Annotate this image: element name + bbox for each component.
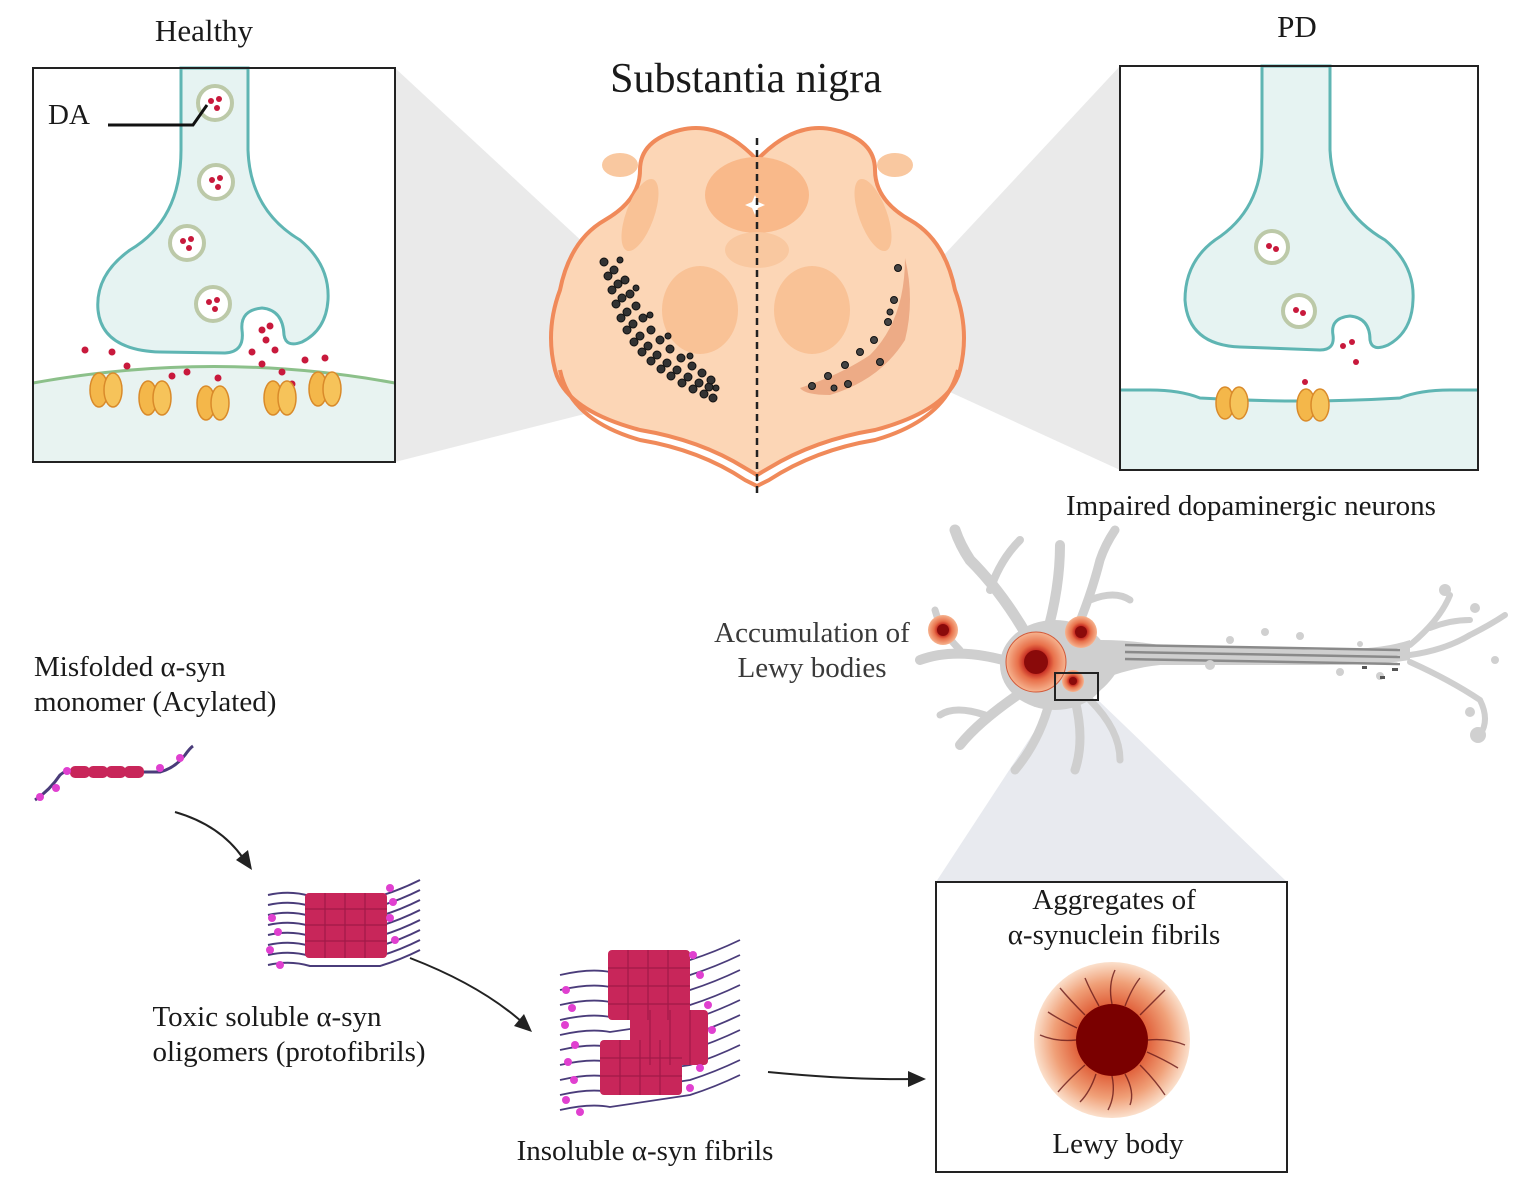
label-aggregates-fibrils: Aggregates of α-synuclein fibrils (1007, 884, 1221, 951)
label-substantia-nigra: Substantia nigra (610, 56, 882, 102)
oligomer (266, 879, 421, 969)
lewy-bodies-in-neuron (928, 615, 1097, 693)
zoom-projection-lewy (936, 700, 1287, 882)
substantia-nigra-healthy-side (599, 256, 720, 403)
midbrain-section (549, 126, 966, 495)
label-healthy: Healthy (154, 13, 254, 48)
label-misfolded-monomer: Misfolded α-syn monomer (Acylated) (34, 651, 277, 718)
label-accumulation-lewy-bodies: Accumulation of Lewy bodies (714, 617, 910, 684)
vesicle-group-healthy (168, 84, 235, 323)
pathway-arrows (174, 811, 913, 1081)
arrowhead-1 (236, 850, 252, 870)
substantia-nigra-pd-side (800, 258, 910, 395)
label-da: DA (48, 99, 90, 131)
lewy-body-panel (935, 881, 1288, 1173)
label-lewy-body: Lewy body (1052, 1128, 1184, 1160)
fibrils (559, 939, 741, 1116)
label-toxic-oligomers: Toxic soluble α-syn oligomers (protofibr… (152, 1001, 426, 1068)
zoom-region-box (1054, 672, 1099, 701)
arrowhead-3 (908, 1071, 926, 1087)
label-impaired-neurons: Impaired dopaminergic neurons (1066, 490, 1436, 522)
arrowhead-2 (514, 1014, 532, 1032)
arrow-monomer-to-oligomer (174, 811, 244, 859)
arrow-fibril-to-lewy (767, 1071, 913, 1081)
dopamine-receptors-healthy (89, 371, 342, 421)
label-pd: PD (1277, 9, 1317, 44)
arrow-oligomer-to-fibril (409, 957, 523, 1023)
monomer (34, 744, 194, 802)
impaired-neuron (915, 524, 1508, 775)
pd-synapse-panel (1119, 64, 1479, 471)
dopamine-molecules-healthy (81, 322, 329, 388)
da-pointer-line (108, 104, 209, 127)
healthy-synapse-panel (32, 66, 396, 463)
label-insoluble-fibrils: Insoluble α-syn fibrils (516, 1135, 774, 1167)
